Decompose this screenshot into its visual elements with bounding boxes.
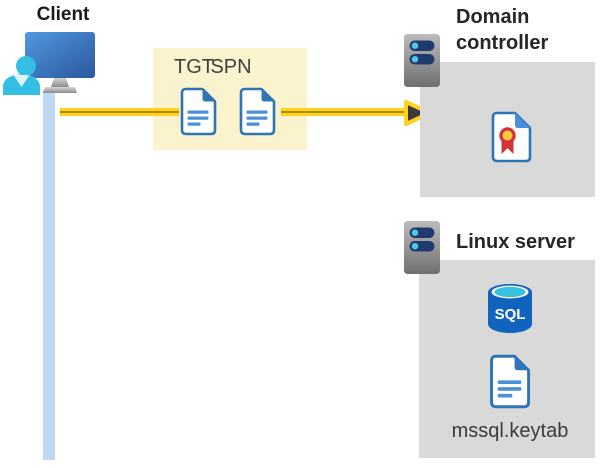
document-icon-spn	[239, 87, 276, 136]
domain-controller-label: Domain controller	[456, 6, 549, 54]
arrow-right-icon	[404, 100, 432, 126]
client-workstation-icon	[3, 32, 95, 95]
server-icon-domain-controller	[404, 34, 440, 87]
linux-server-label: Linux server	[456, 231, 575, 253]
kerberos-arrow-segment-right	[281, 108, 406, 116]
client-lifeline-connector	[43, 90, 55, 460]
monitor-stand	[51, 78, 69, 87]
tgt-label: TGT	[174, 56, 214, 78]
certificate-icon	[491, 111, 532, 163]
keytab-file-label: mssql.keytab	[451, 420, 569, 442]
sql-database-icon: SQL	[488, 284, 532, 333]
sql-label: SQL	[495, 306, 526, 323]
ticket-box	[153, 48, 307, 150]
kerberos-arrow-segment-left	[60, 108, 179, 116]
monitor-icon	[25, 32, 95, 78]
monitor-base	[43, 87, 77, 93]
person-icon	[3, 56, 40, 95]
client-label: Client	[36, 4, 90, 25]
spn-label: SPN	[210, 56, 252, 78]
server-icon-linux	[404, 221, 440, 274]
document-icon-tgt	[180, 87, 217, 136]
document-icon-keytab	[490, 354, 531, 409]
